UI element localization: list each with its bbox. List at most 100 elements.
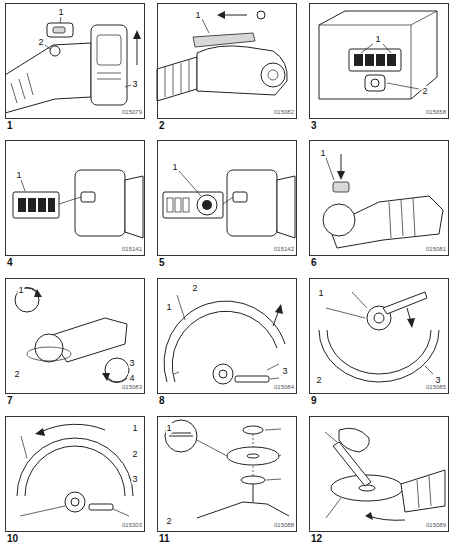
figure-stroke <box>227 170 277 236</box>
figure-stroke <box>175 198 181 212</box>
figure-stroke <box>38 198 46 212</box>
figure-stroke <box>45 45 50 49</box>
figure-number: 10 <box>7 533 18 545</box>
callout-number: 1 <box>57 7 64 17</box>
figure-stroke <box>383 292 427 314</box>
figure-stroke <box>389 198 415 238</box>
figure-stroke <box>319 11 437 99</box>
figure-stroke <box>257 11 265 19</box>
lock-button-figure <box>323 154 443 248</box>
figure-stroke <box>349 49 401 71</box>
figure-panel: 10015303 <box>5 416 145 546</box>
callout-number: 3 <box>281 366 288 376</box>
callout-number: 1 <box>194 10 201 20</box>
figure-stroke <box>102 373 110 381</box>
figure-stroke <box>325 432 337 442</box>
figure-stroke <box>279 455 281 456</box>
wheel-guard-figure <box>164 295 285 384</box>
rotation-figure <box>15 288 129 383</box>
figure-stroke <box>81 192 95 202</box>
figure-stroke <box>319 330 439 382</box>
callout-number: 1 <box>317 288 324 298</box>
figure-stroke <box>339 428 369 452</box>
figure-stroke <box>326 498 341 518</box>
battery-indicator-figure <box>319 11 437 99</box>
figure-stroke <box>365 75 385 91</box>
callout-number: 3 <box>434 375 441 385</box>
figure-stroke <box>97 35 121 65</box>
figure-stroke <box>125 176 143 238</box>
switch-figure <box>157 11 287 101</box>
panel-frame <box>309 140 449 256</box>
figure-stroke <box>17 438 133 496</box>
figure-stroke <box>105 358 129 382</box>
figure-stroke <box>5 43 91 113</box>
panel-frame <box>157 140 297 256</box>
figure-code: 015658 <box>426 109 446 116</box>
figure-number: 1 <box>7 120 13 132</box>
figure-panel: 3 015658 <box>309 3 449 133</box>
panel-frame <box>5 416 145 532</box>
callout-number: 1 <box>319 148 326 158</box>
figure-stroke <box>20 506 65 516</box>
callout-number: 3 <box>131 474 138 484</box>
figure-code: 015081 <box>426 246 446 253</box>
callout-number: 2 <box>315 375 322 385</box>
figure-stroke <box>266 479 281 480</box>
figure-stroke <box>219 370 227 378</box>
figure-stroke <box>163 192 223 218</box>
figure-number: 5 <box>159 257 165 269</box>
figure-code: 015084 <box>274 384 294 391</box>
figure-stroke <box>352 292 367 308</box>
figure-stroke <box>267 364 279 370</box>
figure-stroke <box>53 27 65 33</box>
figure-stroke <box>265 429 281 430</box>
panel-frame <box>5 3 145 119</box>
figure-number: 6 <box>311 257 317 269</box>
figure-stroke <box>48 198 55 212</box>
figure-stroke <box>157 57 197 101</box>
figure-stroke <box>217 11 225 19</box>
callout-number: 2 <box>421 86 428 96</box>
panel-frame <box>5 140 145 256</box>
figure-stroke <box>323 204 355 236</box>
figure-stroke <box>387 54 396 66</box>
callout-number: 4 <box>128 373 135 383</box>
figure-number: 2 <box>159 120 165 132</box>
figure-stroke <box>13 192 59 218</box>
lock-nut-figure <box>325 428 445 520</box>
figure-stroke <box>21 180 25 191</box>
figure-stroke <box>365 54 374 66</box>
figure-stroke <box>425 366 433 374</box>
figure-stroke <box>326 158 334 180</box>
figure-stroke <box>165 420 197 452</box>
figure-stroke <box>165 60 189 97</box>
callout-number: 1 <box>374 34 381 44</box>
figure-stroke <box>28 198 36 212</box>
figure-stroke <box>319 11 437 99</box>
figure-number: 11 <box>159 533 170 545</box>
figure-stroke <box>113 509 129 516</box>
callout-number: 1 <box>15 170 22 180</box>
figure-stroke <box>333 182 349 192</box>
figure-number: 3 <box>311 120 317 132</box>
figure-stroke <box>47 23 73 37</box>
figure-stroke <box>268 70 278 80</box>
figure-number: 8 <box>159 395 165 407</box>
figure-stroke <box>177 295 185 320</box>
figure-stroke <box>213 364 233 384</box>
tool-indicator-figure <box>13 170 143 238</box>
figure-stroke <box>65 492 85 512</box>
figure-stroke <box>197 440 227 456</box>
figure-stroke <box>270 378 279 379</box>
figure-stroke <box>354 54 363 66</box>
figure-stroke <box>60 17 61 23</box>
callout-number: 2 <box>191 283 198 293</box>
figure-stroke <box>197 46 287 95</box>
figure-stroke <box>369 516 405 520</box>
figure-stroke <box>243 426 263 434</box>
figure-code: 015083 <box>122 384 142 391</box>
figure-stroke <box>167 198 173 212</box>
